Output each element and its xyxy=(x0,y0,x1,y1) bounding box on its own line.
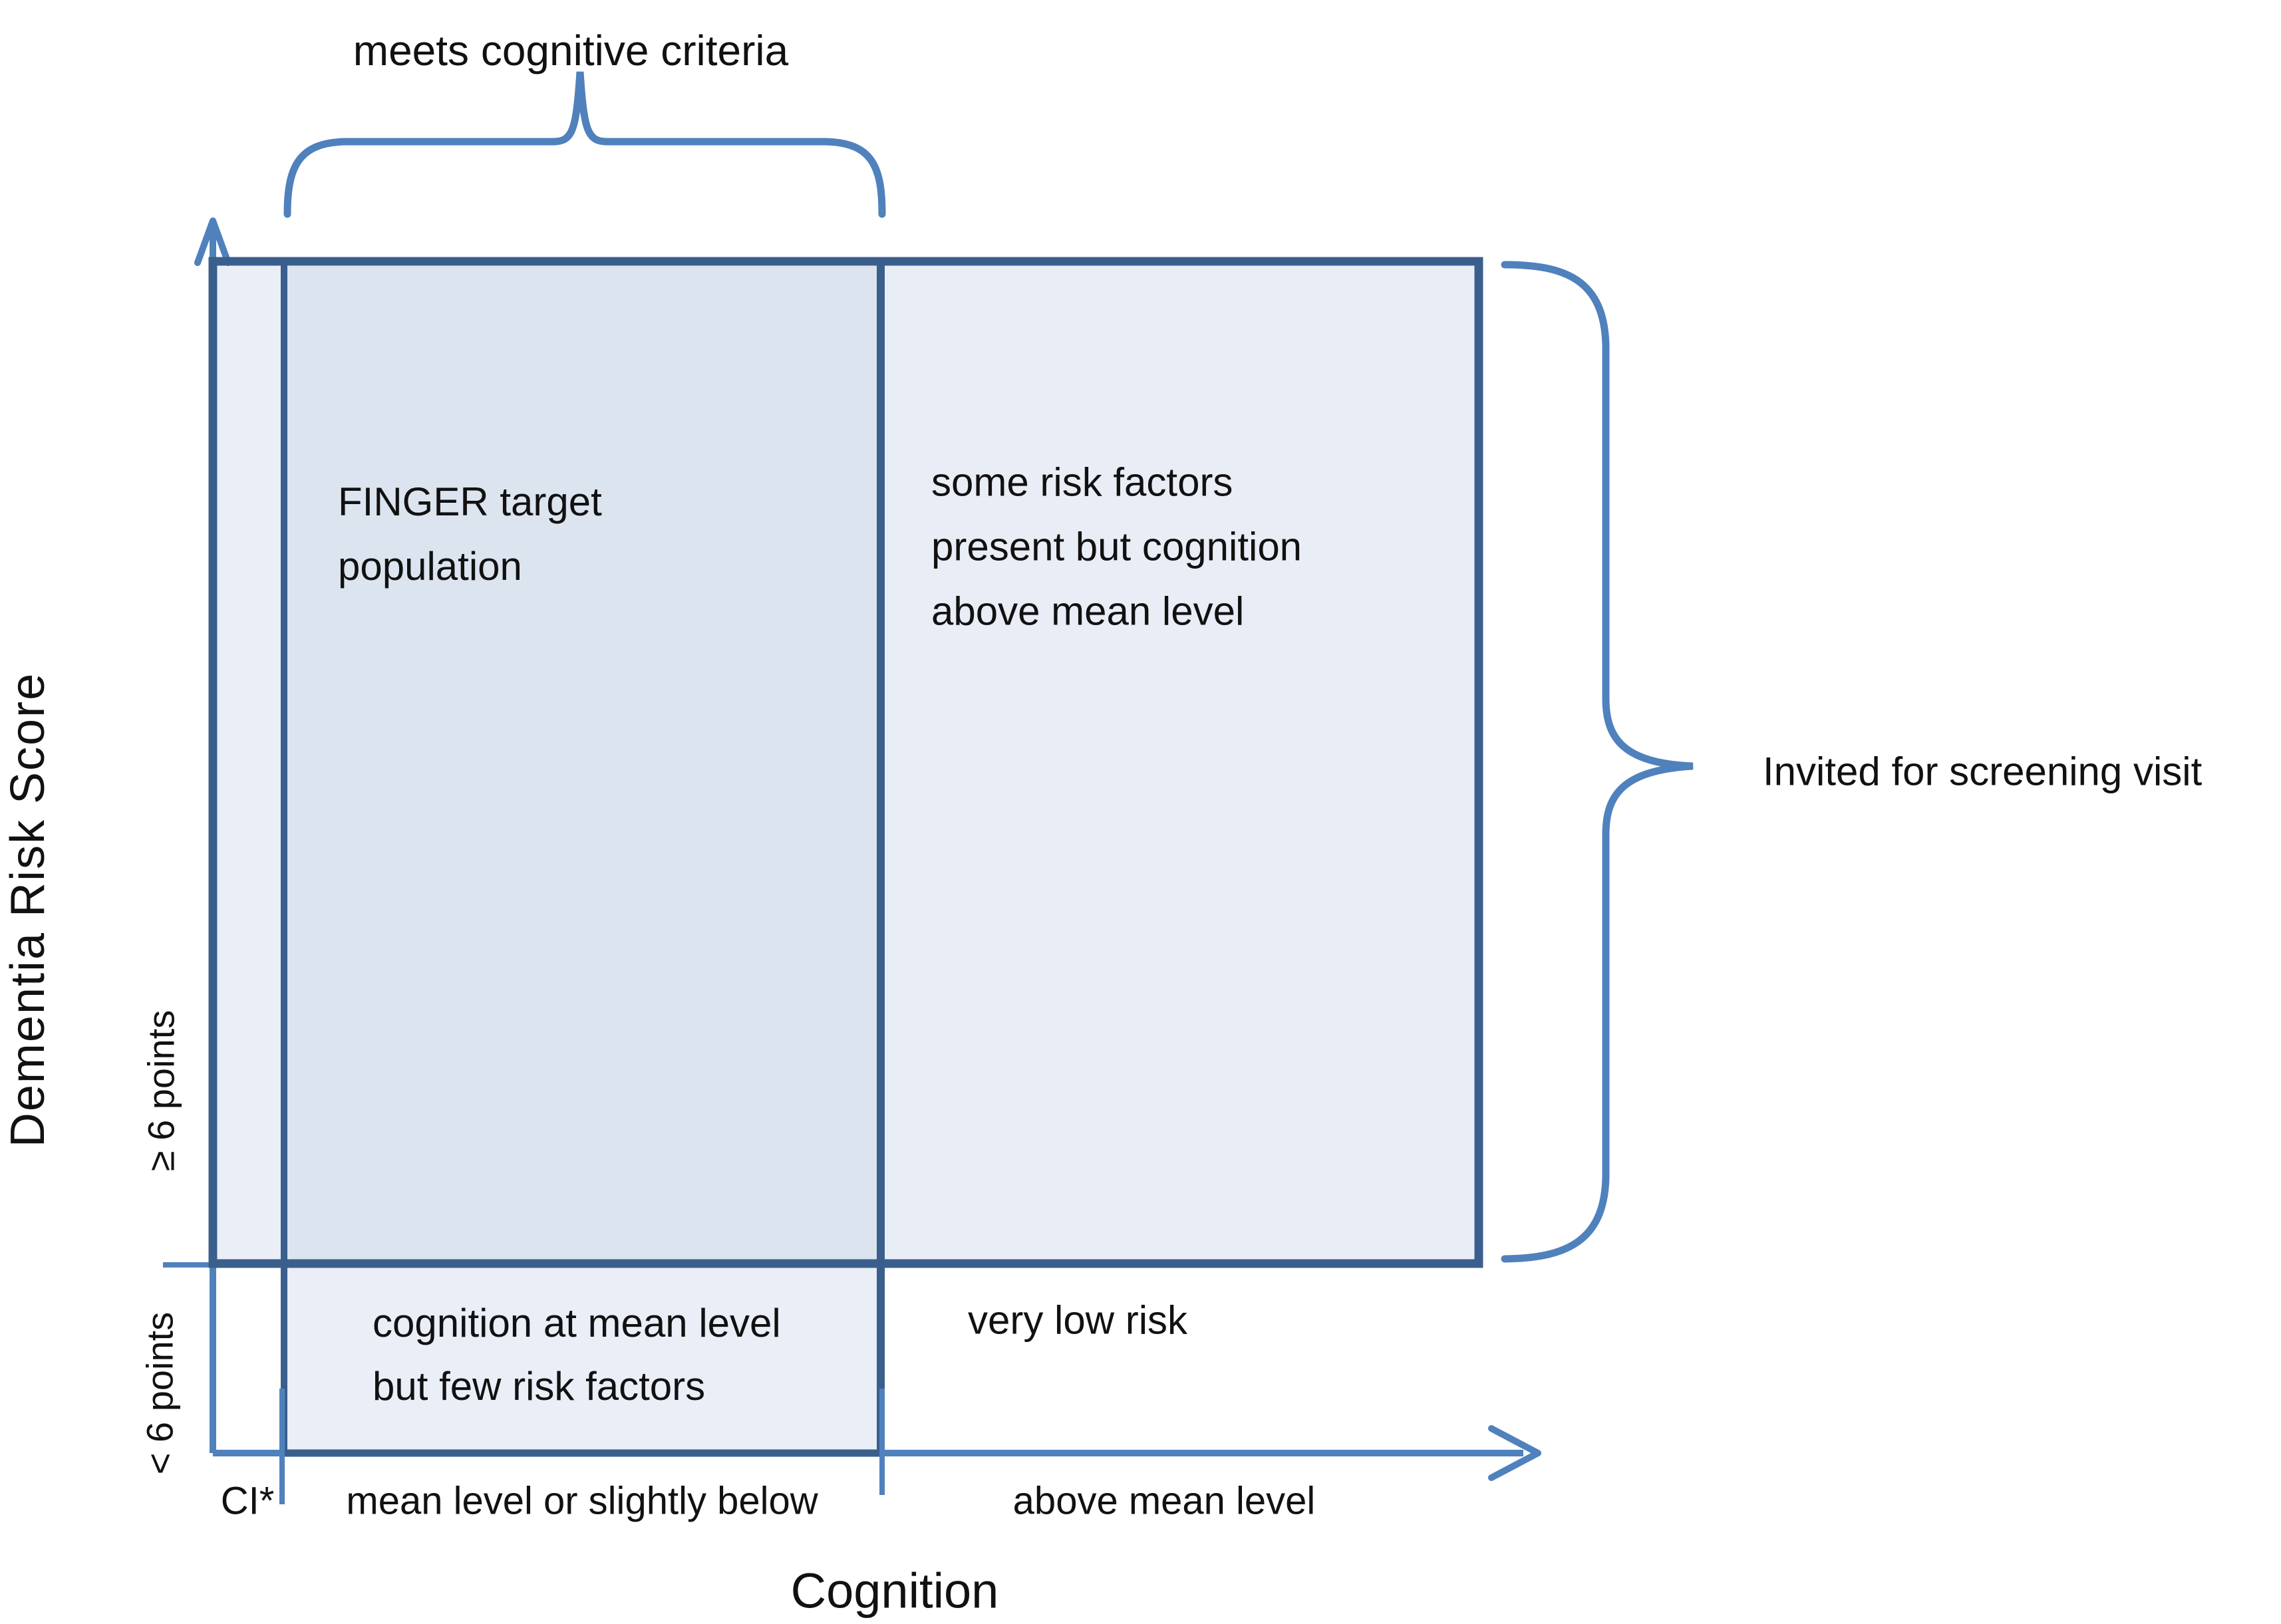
x-axis-arrowhead-icon xyxy=(1488,1425,1541,1481)
lower-right-region-label: very low risk xyxy=(968,1297,1188,1343)
upper-right-region xyxy=(885,266,1475,1260)
outer-box-border xyxy=(208,257,1483,1268)
y-band-label-lt6: < 6 points xyxy=(138,1311,181,1475)
lower-left-region xyxy=(287,1268,878,1450)
top-annotation-label: meets cognitive criteria xyxy=(353,27,789,74)
top-brace-icon xyxy=(283,71,886,218)
y-axis-arrowhead-icon xyxy=(194,217,231,266)
x-tick-label-above-mean: above mean level xyxy=(1012,1479,1316,1523)
lower-left-region-label: cognition at mean level but few risk fac… xyxy=(373,1301,781,1409)
finger-target-region xyxy=(287,266,878,1260)
right-annotation-label: Invited for screening visit xyxy=(1763,749,2203,794)
y-axis-title: Dementia Risk Score xyxy=(1,672,55,1148)
y-band-label-ge6: ≥ 6 points xyxy=(140,1010,182,1172)
ci-strip-region xyxy=(218,266,281,1260)
finger-region-label: FINGER target population xyxy=(338,479,602,589)
right-brace-icon xyxy=(1501,261,1694,1263)
x-tick-label-mean-level: mean level or slightly below xyxy=(346,1479,818,1523)
x-tick-label-ci: CI* xyxy=(220,1479,275,1523)
upper-right-region-label: some risk factors present but cognition … xyxy=(931,460,1302,634)
x-axis-title: Cognition xyxy=(790,1563,999,1619)
